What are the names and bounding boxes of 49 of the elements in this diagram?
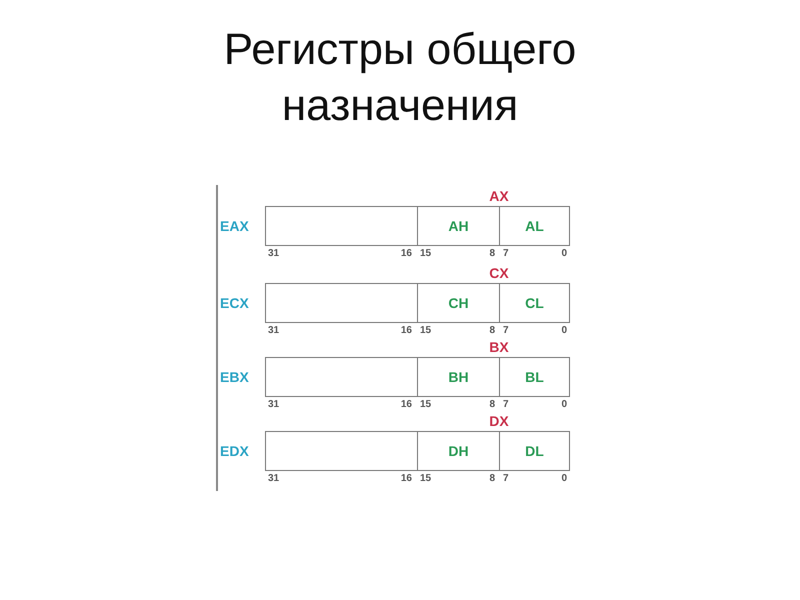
register (220, 357, 570, 397)
register-name: EDX (220, 443, 249, 459)
bit-number: 15 (420, 324, 432, 338)
register-field (265, 431, 418, 471)
bit-number: 31 (268, 398, 280, 412)
bit-number: 8 (489, 398, 495, 412)
title: Регистры общего назначения (222, 24, 578, 132)
register-field: DH (417, 431, 500, 471)
bit-number: 7 (503, 247, 509, 261)
register-name: ECX (220, 295, 249, 311)
bit-number: 16 (400, 324, 412, 338)
register-field: BL (499, 357, 570, 397)
bit-number: 0 (561, 324, 567, 338)
register-field: CL (499, 283, 570, 323)
bit-number: 7 (503, 324, 509, 338)
register-field: BH (417, 357, 500, 397)
bit-number: 15 (420, 247, 432, 261)
register-name: EBX (220, 369, 249, 385)
register (220, 431, 570, 471)
bit-number: 0 (561, 472, 567, 486)
bit-number: 0 (561, 398, 567, 412)
bit-number: 31 (268, 472, 280, 486)
register-field (265, 206, 418, 246)
bit-number: 0 (561, 247, 567, 261)
bit-number: 15 (420, 398, 432, 412)
bit-number: 15 (420, 472, 432, 486)
bit-number: 8 (489, 247, 495, 261)
bit-number: 31 (268, 247, 280, 261)
bit-number: 8 (489, 472, 495, 486)
sub-register-name: CX (488, 266, 510, 280)
bit-number: 16 (400, 472, 412, 486)
register-name: EAX (220, 218, 249, 234)
register-field (265, 357, 418, 397)
bit-number: 8 (489, 324, 495, 338)
bit-number: 16 (400, 247, 412, 261)
bit-number: 7 (503, 472, 509, 486)
register (220, 206, 570, 246)
register-field: AH (417, 206, 500, 246)
sub-register-name: BX (488, 340, 510, 354)
sub-register-name: DX (488, 414, 510, 428)
bit-number: 31 (268, 324, 280, 338)
register (220, 283, 570, 323)
bit-number: 16 (400, 398, 412, 412)
register-field: CH (417, 283, 500, 323)
register-field (265, 283, 418, 323)
sub-register-name: AX (488, 189, 510, 203)
bit-number: 7 (503, 398, 509, 412)
register-field: DL (499, 431, 570, 471)
register-field: AL (499, 206, 570, 246)
